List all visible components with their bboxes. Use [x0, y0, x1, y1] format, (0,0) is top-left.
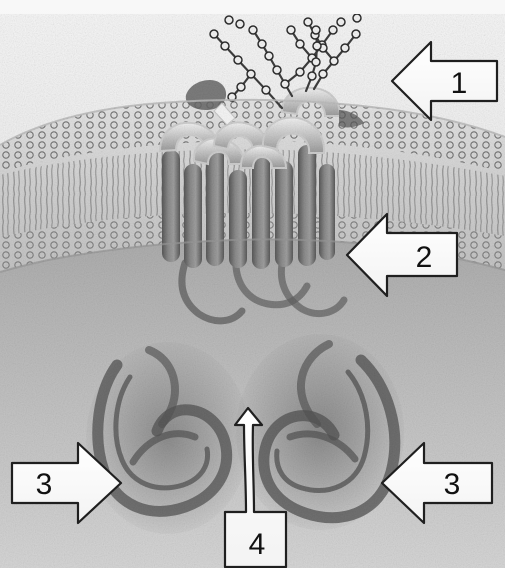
arrow-4-label: 4: [249, 528, 266, 561]
arrow-1-label: 1: [451, 67, 468, 100]
arrow-3-right-label: 3: [444, 468, 461, 501]
arrow-2-label: 2: [416, 241, 433, 274]
arrow-3-left-label: 3: [36, 468, 53, 501]
